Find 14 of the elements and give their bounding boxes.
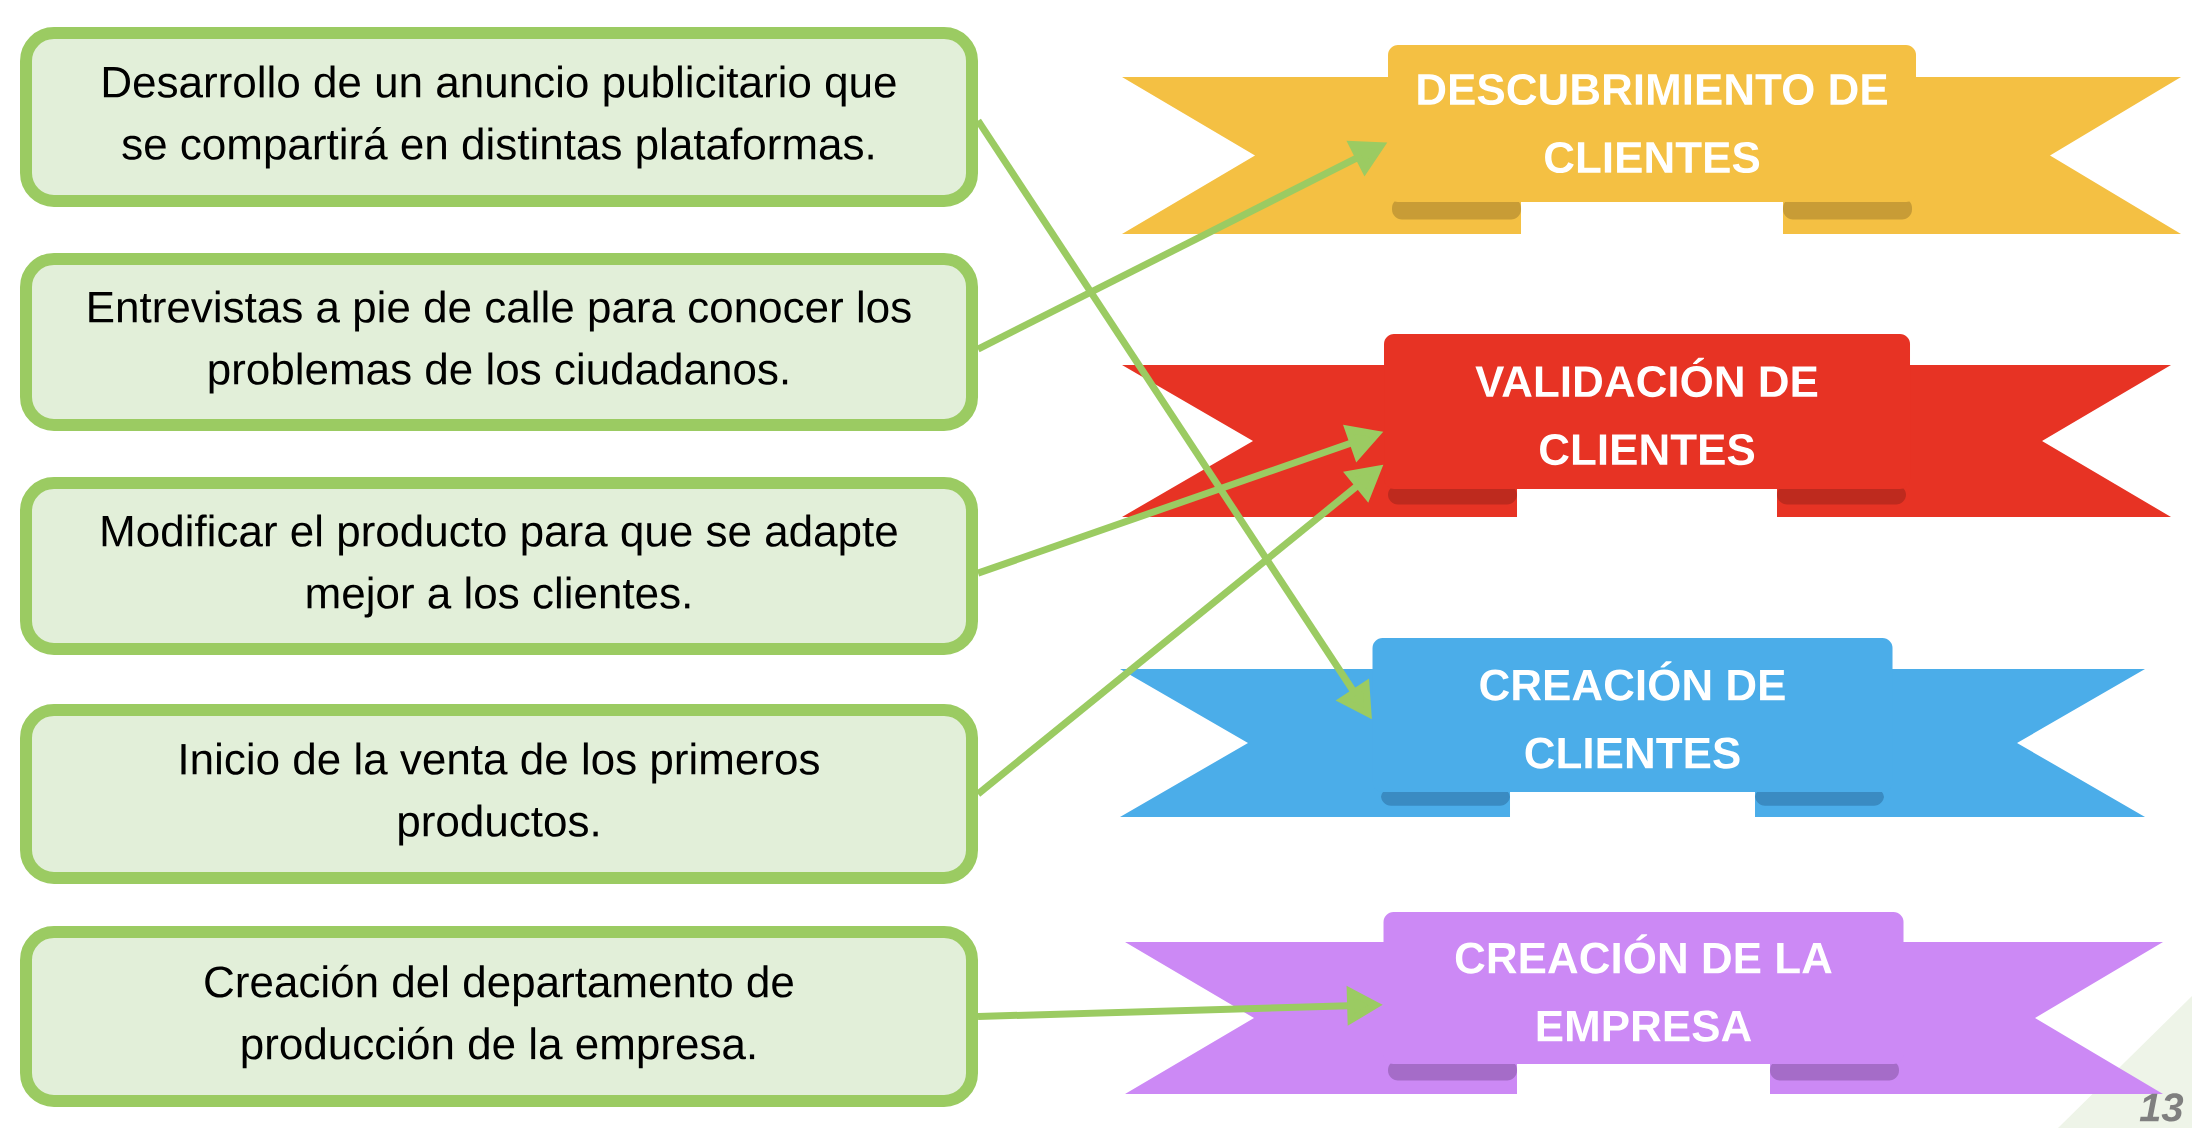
page-number: 13 — [2139, 1093, 2184, 1122]
text-box: Desarrollo de un anuncio publicitario que se compartirá en distintas plataformas. — [20, 27, 978, 207]
text-box: Inicio de la venta de los primeros productos. — [20, 704, 978, 884]
text-box: Modificar el producto para que se adapte mejor a los clientes. — [20, 477, 978, 655]
node-label: CREACIÓN DE CLIENTES — [1480, 661, 1785, 769]
ribbon-banner: CREACIÓN DE CLIENTES — [1372, 638, 1893, 792]
ribbon-banner: DESCUBRIMIENTO DE CLIENTES — [1388, 45, 1916, 202]
text-box: Entrevistas a pie de calle para conocer los problemas de los ciudadanos. — [20, 253, 978, 431]
node-label: DESCUBRIMIENTO DE CLIENTES — [1418, 73, 1887, 174]
node-label: VALIDACIÓN DE CLIENTES — [1475, 357, 1818, 466]
ribbon-banner: VALIDACIÓN DE CLIENTES — [1384, 334, 1910, 489]
text-box: Creación del departamento de producción de la empresa. — [20, 926, 978, 1107]
ribbon-banner: CREACIÓN DE LA EMPRESA — [1383, 912, 1904, 1064]
node-label: CREACIÓN DE LA EMPRESA — [1455, 934, 1832, 1042]
